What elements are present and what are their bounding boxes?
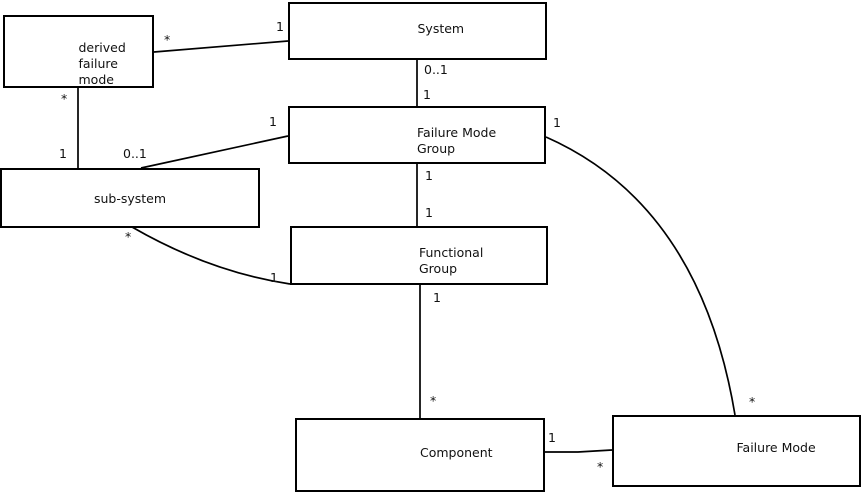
entity-label: Failure Mode — [736, 440, 816, 455]
multiplicity-label: 1 — [548, 430, 556, 445]
multiplicity-label: * — [597, 459, 604, 474]
entity-label: Functional Group — [419, 245, 484, 276]
multiplicity-label: 1 — [270, 270, 278, 285]
multiplicity-label: 1 — [433, 290, 441, 305]
multiplicity-label: * — [61, 91, 68, 106]
entity-failure-mode-group[interactable]: Failure Mode Group — [288, 106, 546, 164]
entity-label: System — [417, 21, 465, 36]
multiplicity-label: 1 — [59, 146, 67, 161]
multiplicity-label: 1 — [276, 19, 284, 34]
entity-system[interactable]: System — [288, 2, 547, 60]
entity-failure-mode[interactable]: Failure Mode — [612, 415, 861, 487]
entity-label: Component — [420, 445, 493, 460]
multiplicity-label: 0..1 — [123, 146, 147, 161]
multiplicity-label: * — [430, 393, 437, 408]
multiplicity-label: * — [125, 229, 132, 244]
multiplicity-label: * — [749, 394, 756, 409]
entity-functional-group[interactable]: Functional Group — [290, 226, 548, 285]
entity-label: derived failure mode — [78, 40, 126, 87]
multiplicity-label: 0..1 — [424, 62, 448, 77]
edge-sub-system-failure-mode-group — [140, 135, 289, 169]
edge-derived-failure-mode-system — [153, 40, 289, 53]
edge-component-failure-mode — [545, 449, 613, 453]
entity-derived-failure-mode[interactable]: derived failure mode — [3, 15, 154, 88]
multiplicity-label: 1 — [269, 114, 277, 129]
entity-sub-system[interactable]: sub-system — [0, 168, 260, 228]
multiplicity-label: 1 — [553, 115, 561, 130]
multiplicity-label: 1 — [423, 87, 431, 102]
entity-label: sub-system — [93, 191, 167, 206]
multiplicity-label: 1 — [425, 205, 433, 220]
edge-sub-system-functional-group — [131, 226, 291, 285]
entity-component[interactable]: Component — [295, 418, 545, 492]
multiplicity-label: 1 — [425, 168, 433, 183]
edge-failure-mode-group-failure-mode — [545, 136, 736, 416]
entity-label: Failure Mode Group — [417, 125, 497, 156]
multiplicity-label: * — [164, 32, 171, 47]
